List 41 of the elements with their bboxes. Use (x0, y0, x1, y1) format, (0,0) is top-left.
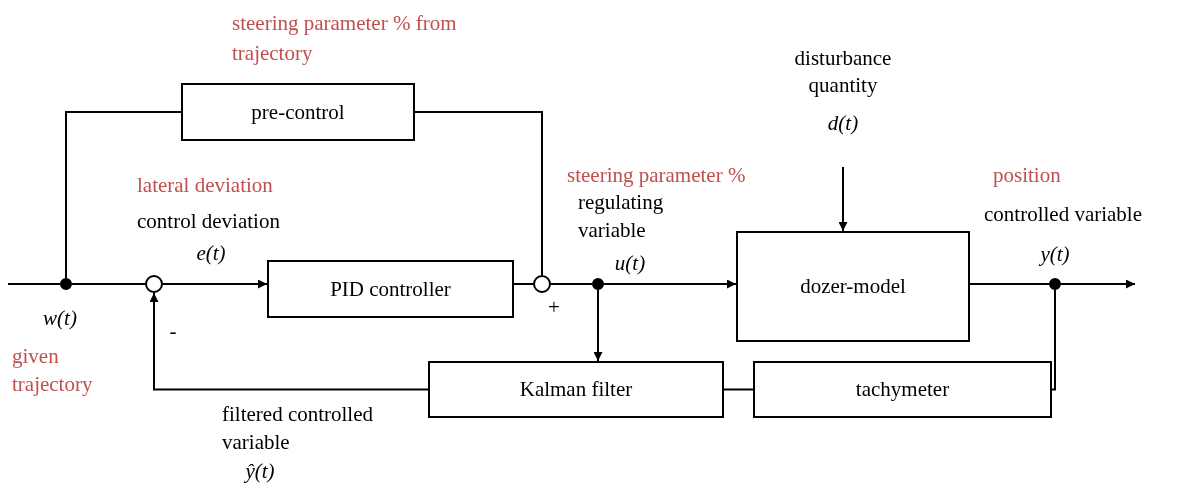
signal-line (550, 283, 593, 285)
signal-line (7, 283, 61, 285)
process-box: PID controller (267, 260, 514, 318)
signal-name-label: controlled variable (984, 201, 1143, 228)
signal-label: d(t) (827, 109, 859, 137)
signal-arrow (603, 279, 737, 289)
signal-label: ŷ(t) (243, 458, 276, 485)
summing-junction (533, 275, 551, 293)
signal-arrow (593, 289, 603, 362)
branch-point (60, 278, 72, 290)
signal-arrow (838, 166, 848, 232)
process-box: pre-control (181, 83, 415, 141)
signal-line (414, 111, 543, 276)
process-box: dozer-model (736, 231, 970, 342)
branch-point (1049, 278, 1061, 290)
annotation-label: given trajectory (12, 343, 94, 398)
sign-label: + (547, 294, 561, 321)
annotation-label: lateral deviation (137, 172, 274, 199)
summing-junction (145, 275, 163, 293)
signal-name-label: control deviation (137, 208, 281, 235)
signal-label: u(t) (613, 250, 647, 277)
signal-line (71, 283, 146, 285)
annotation-label: steering parameter % from trajectory (232, 10, 458, 67)
annotation-label: steering parameter % (567, 162, 747, 189)
signal-line (969, 283, 1050, 285)
signal-label: y(t) (1038, 241, 1071, 268)
branch-point (592, 278, 604, 290)
signal-line (513, 283, 534, 285)
annotation-label: position (993, 162, 1062, 189)
process-box: Kalman filter (428, 361, 724, 418)
sign-label: - (168, 318, 178, 345)
signal-label: w(t) (42, 305, 78, 332)
signal-label: e(t) (195, 240, 227, 267)
disturbance-label: disturbance quantity (793, 45, 893, 100)
signal-line (723, 388, 754, 391)
process-box: tachymeter (753, 361, 1052, 418)
signal-arrow (149, 292, 429, 391)
signal-line (65, 111, 182, 279)
signal-arrow (1060, 279, 1136, 289)
signal-line (1051, 289, 1056, 391)
signal-arrow (162, 279, 268, 289)
